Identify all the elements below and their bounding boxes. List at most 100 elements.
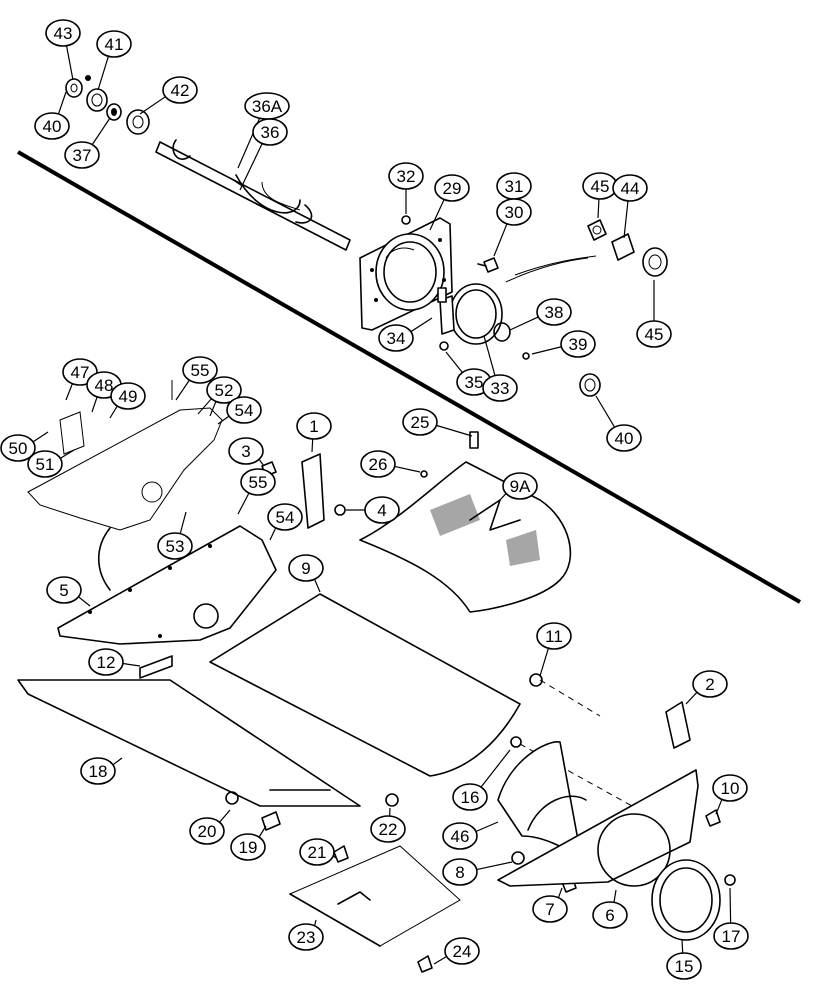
callout-number: 9A	[510, 477, 531, 496]
leader-line	[65, 45, 74, 81]
callout-number: 17	[722, 927, 741, 946]
leader-line	[436, 424, 473, 437]
callout-37: 37	[64, 117, 111, 169]
callout-44: 44	[612, 174, 648, 239]
callout-23: 23	[288, 919, 324, 951]
callout-bubble	[442, 822, 478, 850]
leader-line	[681, 939, 684, 954]
leader-line	[65, 383, 73, 401]
callout-32: 32	[388, 162, 424, 214]
leader-line	[122, 662, 141, 667]
callout-number: 4	[377, 501, 386, 520]
bolt-34	[437, 287, 447, 303]
panel-23	[288, 845, 461, 973]
callout-number: 19	[239, 838, 258, 857]
callout-24: 24	[433, 937, 480, 965]
callout-52: 52	[206, 376, 242, 417]
callout-bubble	[296, 412, 332, 440]
callout-bubble	[452, 783, 488, 811]
callout-39: 39	[531, 330, 596, 358]
callout-bubble	[482, 374, 518, 402]
leader-line	[597, 198, 600, 219]
leader-line	[179, 511, 187, 534]
callout-number: 31	[505, 177, 524, 196]
plate-6	[497, 769, 699, 887]
leader-line	[78, 596, 91, 607]
washer-40-right	[579, 373, 601, 397]
callout-number: 42	[171, 81, 190, 100]
callout-bubble	[606, 424, 642, 452]
callout-bubble	[434, 174, 470, 202]
leader-line	[139, 96, 166, 115]
callout-number: 11	[545, 627, 563, 646]
callout-31: 31	[496, 172, 532, 200]
nut-4	[334, 504, 346, 516]
callout-15: 15	[666, 939, 702, 980]
ring-15	[651, 859, 721, 941]
callout-bubble	[80, 757, 116, 785]
leader-line	[112, 757, 123, 766]
callout-40: 40	[34, 91, 70, 140]
arc-arrow	[98, 527, 111, 591]
strip-12	[139, 655, 173, 679]
callout-number: 9	[301, 559, 310, 578]
callout-number: 54	[276, 508, 295, 527]
callout-number: 38	[545, 303, 564, 322]
callout-number: 24	[453, 942, 472, 961]
callout-bubble	[64, 141, 100, 169]
flange-45-top	[587, 219, 607, 241]
callout-number: 35	[465, 373, 484, 392]
callout-1: 1	[296, 412, 332, 453]
callout-bubble	[34, 112, 70, 140]
callout-20: 20	[189, 809, 231, 845]
leader-line	[311, 438, 314, 453]
callout-bubble	[189, 817, 225, 845]
leader-line	[258, 825, 267, 838]
callout-bubble	[444, 937, 480, 965]
callout-10: 10	[712, 774, 748, 815]
leader-line	[480, 749, 511, 788]
callout-bubble	[378, 324, 414, 352]
callout-number: 3	[241, 442, 250, 461]
callout-45: 45	[582, 172, 618, 219]
callout-bubble	[288, 554, 324, 582]
callout-number: 40	[43, 117, 62, 136]
callout-number: 18	[89, 762, 108, 781]
callout-12: 12	[88, 648, 141, 676]
callout-number: 7	[545, 900, 554, 919]
leader-line	[57, 91, 67, 115]
nut-39	[522, 352, 530, 360]
callout-number: 33	[491, 379, 510, 398]
shaft-36	[155, 139, 351, 251]
leader-line	[237, 492, 250, 515]
callout-16: 16	[452, 749, 511, 811]
shield-53	[27, 380, 223, 531]
callout-33: 33	[482, 335, 518, 402]
callout-bubble	[182, 356, 218, 384]
callout-42: 42	[139, 76, 198, 115]
gasket-44	[611, 233, 635, 261]
leader-line	[175, 379, 190, 401]
callout-bubble	[288, 923, 324, 951]
callout-26: 26	[360, 450, 421, 478]
callout-bubble	[88, 648, 124, 676]
callout-bubble	[228, 437, 264, 465]
callout-bubble	[636, 320, 672, 348]
leader-line	[219, 809, 231, 823]
collar-37	[106, 103, 122, 121]
housing-29	[359, 215, 453, 331]
callout-bubble	[713, 922, 749, 950]
callout-number: 25	[411, 413, 430, 432]
callout-number: 55	[191, 361, 210, 380]
callout-number: 41	[105, 35, 124, 54]
callout-36: 36	[239, 118, 288, 191]
flange-bearing	[477, 219, 668, 283]
panel-5	[57, 525, 277, 645]
leader-line	[91, 396, 98, 413]
clip-26	[420, 470, 428, 478]
callout-number: 45	[645, 325, 664, 344]
callout-number: 21	[308, 843, 327, 862]
callout-30: 30	[493, 198, 532, 257]
leader-line	[109, 405, 118, 419]
